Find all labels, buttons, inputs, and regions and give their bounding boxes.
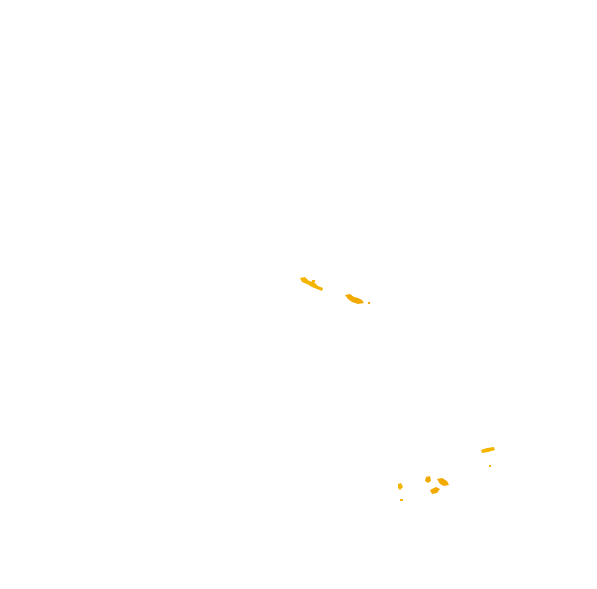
island-cluster-southeast-east bbox=[481, 447, 495, 467]
island-se-3 bbox=[425, 476, 431, 483]
island-se-6 bbox=[481, 447, 495, 453]
island-cluster-southeast-west bbox=[398, 483, 403, 501]
island-cluster-northwest-east bbox=[345, 294, 370, 304]
island-cluster-southeast-center bbox=[425, 476, 449, 494]
island-se-5 bbox=[430, 487, 440, 494]
island-se-4 bbox=[437, 478, 449, 486]
island-se-1 bbox=[398, 483, 403, 490]
island-nw-4 bbox=[368, 302, 370, 304]
island-nw-3 bbox=[345, 294, 364, 304]
island-nw-1 bbox=[300, 277, 323, 291]
island-se-2 bbox=[400, 499, 403, 501]
island-se-7 bbox=[489, 465, 491, 467]
island-cluster-northwest bbox=[300, 277, 323, 291]
island-nw-2 bbox=[312, 280, 315, 282]
